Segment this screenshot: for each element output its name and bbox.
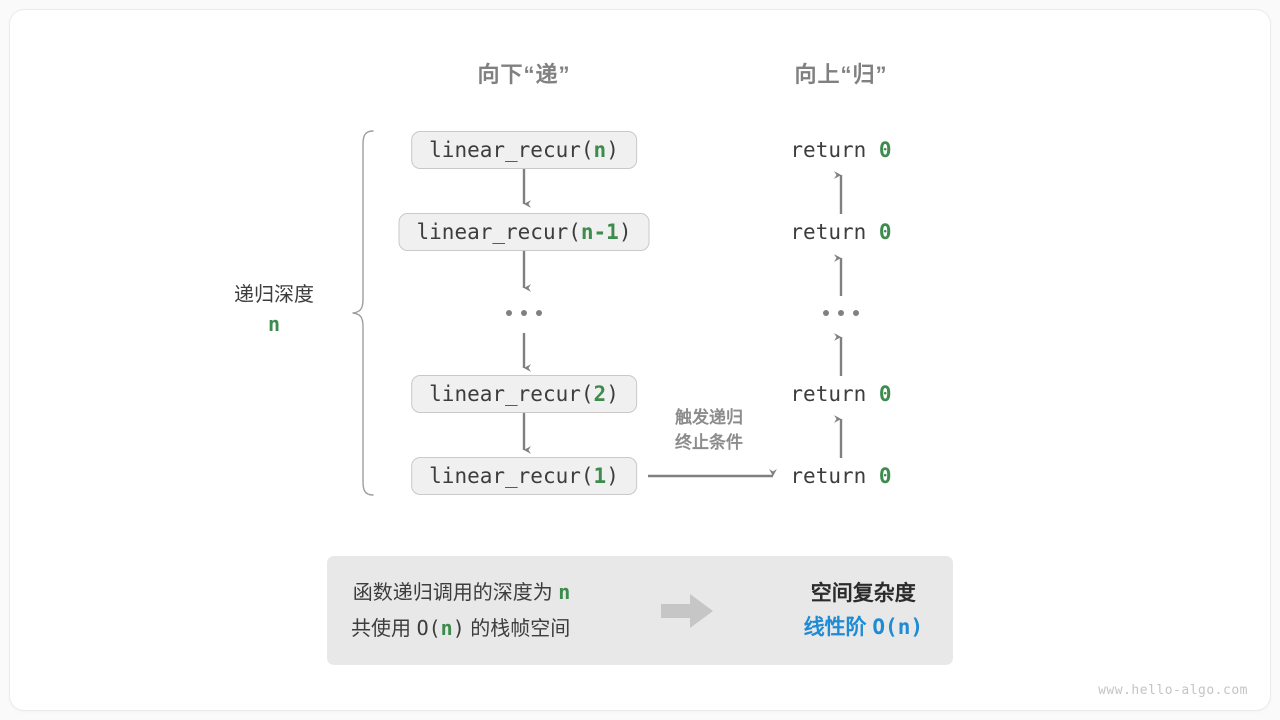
call-frame-prefix: linear_recur( (429, 138, 594, 162)
summary-line2-var: n (440, 615, 453, 640)
right-block-arrow-icon (660, 593, 713, 628)
return-value: 0 (878, 382, 892, 406)
return-ellipsis-icon (823, 310, 859, 316)
dot (536, 310, 542, 316)
call-frame-box[interactable]: linear_recur(2) (411, 375, 637, 413)
call-frame-prefix: linear_recur( (416, 220, 581, 244)
call-stack-ellipsis-icon (506, 310, 542, 316)
summary-line-2: 共使用 O(n) 的栈帧空间 (351, 611, 570, 647)
dot (823, 310, 829, 316)
return-statement: return 0 (790, 131, 891, 169)
return-keyword: return (790, 464, 879, 488)
return-statement: return 0 (790, 457, 891, 495)
dot (506, 310, 512, 316)
call-frame-arg: 1 (593, 464, 607, 488)
summary-conclusion-title: 空间复杂度 (810, 581, 916, 605)
return-statement: return 0 (790, 375, 891, 413)
dot (521, 310, 527, 316)
watermark: www.hello-algo.com (1098, 683, 1248, 698)
return-statement: return 0 (790, 213, 891, 251)
return-value: 0 (878, 464, 892, 488)
summary-line2-close: ) (452, 615, 465, 640)
call-frame-box[interactable]: linear_recur(n-1) (398, 213, 650, 251)
call-frame-arg: n (593, 138, 607, 162)
complexity-label: 线性阶 (803, 615, 873, 639)
recursion-depth-title: 递归深度 (234, 284, 314, 306)
summary-line2-pre: 共使用 (351, 617, 417, 640)
base-case-note: 触发递归 终止条件 (675, 405, 743, 455)
summary-panel: 函数递归调用的深度为 n 共使用 O(n) 的栈帧空间 空间复杂度 线性阶 O(… (327, 556, 953, 665)
call-frame-box[interactable]: linear_recur(1) (411, 457, 637, 495)
call-frame-suffix: ) (606, 382, 619, 406)
return-value: 0 (878, 220, 892, 244)
call-frame-arg: n-1 (580, 220, 619, 244)
summary-line1-text: 函数递归调用的深度为 (352, 581, 559, 604)
base-case-note-line2: 终止条件 (675, 433, 743, 452)
summary-line2-post: 的栈帧空间 (464, 617, 571, 640)
call-frame-arg: 2 (593, 382, 607, 406)
dot (853, 310, 859, 316)
summary-line1-var: n (558, 579, 571, 604)
base-case-note-line1: 触发递归 (675, 408, 743, 427)
call-frame-box[interactable]: linear_recur(n) (411, 131, 637, 169)
column-header-descend: 向下“递” (477, 62, 571, 87)
call-frame-prefix: linear_recur( (429, 464, 594, 488)
call-frame-prefix: linear_recur( (429, 382, 594, 406)
summary-conclusion: 空间复杂度 线性阶 O(n) (804, 577, 923, 645)
dot (838, 310, 844, 316)
call-frame-suffix: ) (606, 138, 619, 162)
return-keyword: return (790, 382, 879, 406)
summary-conclusion-value: 线性阶 O(n) (804, 610, 923, 645)
call-frame-suffix: ) (618, 220, 632, 244)
call-frame-suffix: ) (606, 464, 619, 488)
return-keyword: return (790, 220, 879, 244)
summary-line-1: 函数递归调用的深度为 n (351, 575, 571, 611)
complexity-notation: O(n) (872, 614, 923, 639)
recursion-depth-value: n (267, 312, 281, 336)
return-value: 0 (878, 138, 892, 162)
column-header-ascend: 向上“归” (794, 62, 888, 87)
summary-line2-open: O( (416, 615, 441, 640)
summary-description: 函数递归调用的深度为 n 共使用 O(n) 的栈帧空间 (351, 575, 570, 647)
recursion-depth-label: 递归深度 n (234, 281, 314, 339)
return-keyword: return (790, 138, 879, 162)
